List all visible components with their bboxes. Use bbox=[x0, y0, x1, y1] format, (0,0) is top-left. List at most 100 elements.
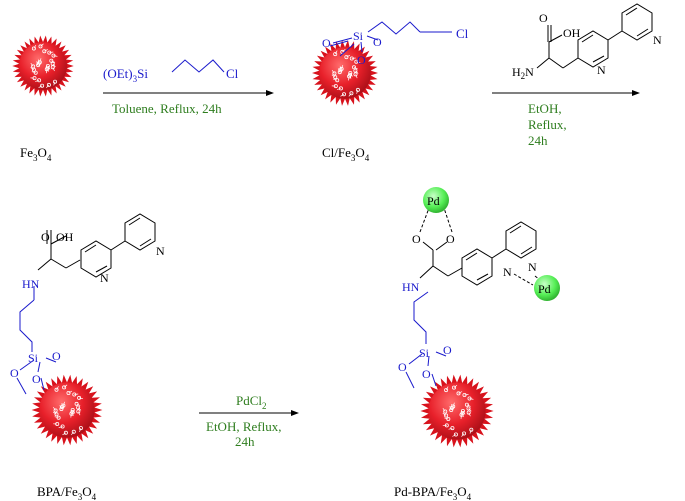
nanoparticle-surface-site bbox=[453, 432, 458, 437]
svg-text:O: O bbox=[412, 232, 421, 246]
nanoparticle-surface-bond bbox=[76, 403, 81, 406]
nanoparticle-core bbox=[19, 42, 67, 90]
nanoparticle-surface-bond bbox=[353, 66, 358, 70]
svg-text:O: O bbox=[10, 366, 19, 380]
nanoparticle-surface-bond bbox=[46, 84, 50, 89]
product-organic-moiety bbox=[419, 221, 537, 286]
svg-text:O: O bbox=[32, 372, 41, 386]
nanoparticle-surface-bond bbox=[44, 49, 48, 52]
product-linker bbox=[405, 291, 447, 389]
nanoparticle-surface-bond bbox=[30, 62, 34, 67]
reagent2-ring-n1: N bbox=[597, 63, 606, 77]
nanoparticle-surface-bond bbox=[62, 432, 67, 436]
nanoparticle-surface-site bbox=[59, 406, 64, 411]
nanoparticle-surface-bond bbox=[342, 49, 346, 53]
nanoparticle-surface-bond bbox=[348, 93, 352, 97]
nanoparticle-surface-site bbox=[50, 65, 55, 70]
reaction-arrow-1 bbox=[103, 90, 274, 96]
bpa-linker bbox=[16, 286, 57, 395]
nanoparticle-surface-site bbox=[78, 426, 83, 431]
nanoparticle-surface-site bbox=[74, 401, 79, 406]
nanoparticle-surface-bond bbox=[53, 411, 57, 415]
reagent2-ring-n2: N bbox=[653, 33, 662, 47]
svg-text:O: O bbox=[398, 360, 407, 374]
label-pd-bpa-fe3o4: Pd-BPA/Fe3O4 bbox=[394, 484, 472, 501]
nanoparticle-surface-bond bbox=[53, 55, 58, 57]
nanoparticle-surface-bond bbox=[340, 93, 345, 97]
svg-text:24h: 24h bbox=[528, 133, 548, 148]
nanoparticle-surface-bond bbox=[331, 74, 336, 78]
nanoparticle-surface-bond bbox=[74, 393, 79, 395]
nanoparticle-surface-site bbox=[451, 404, 456, 409]
condition-2: EtOH, Reflux, 24h bbox=[528, 101, 567, 148]
nanoparticle-cl-fe3o4 bbox=[312, 40, 378, 106]
nanoparticle-surface-bond bbox=[52, 63, 56, 67]
nanoparticle-surface-bond bbox=[453, 384, 458, 388]
nanoparticle-surface-bond bbox=[40, 43, 44, 47]
nanoparticle-surface-site bbox=[38, 44, 43, 49]
reaction-arrow-3 bbox=[199, 410, 299, 416]
nanoparticle-surface-bond bbox=[52, 67, 55, 72]
product-organic-atoms: O O N N bbox=[412, 232, 537, 279]
nanoparticle-surface-bond bbox=[348, 76, 350, 81]
nanoparticle-core bbox=[39, 382, 95, 438]
svg-text:HN: HN bbox=[22, 277, 40, 291]
nanoparticle-surface-site bbox=[469, 427, 474, 432]
nanoparticle-surface-bond bbox=[341, 64, 344, 70]
svg-text:O: O bbox=[446, 232, 455, 246]
svg-text:O: O bbox=[443, 343, 452, 357]
nanoparticle-surface-site bbox=[53, 408, 58, 413]
svg-text:(OEt)3Si: (OEt)3Si bbox=[103, 66, 148, 84]
nanoparticle-surface-bond bbox=[70, 431, 75, 436]
svg-text:Si: Si bbox=[28, 351, 39, 365]
nanoparticle-surface-site bbox=[54, 387, 59, 392]
nanoparticle-surface-site bbox=[354, 59, 359, 64]
nanoparticle-surface-site bbox=[63, 430, 68, 435]
svg-text:Pd: Pd bbox=[538, 282, 551, 296]
nanoparticle-surface-site bbox=[339, 66, 344, 71]
nanoparticle-surface-bond bbox=[35, 79, 40, 82]
nanoparticle-surface-bond bbox=[336, 88, 342, 90]
nanoparticle-surface-site bbox=[446, 416, 451, 421]
nanoparticle-surface-site bbox=[54, 412, 59, 417]
label-cl-fe3o4: Cl/Fe3O4 bbox=[322, 145, 370, 163]
svg-text:24h: 24h bbox=[235, 434, 255, 449]
chloropropyl-linker: O Si O O Cl bbox=[322, 21, 469, 67]
nanoparticle-surface-bond bbox=[355, 70, 359, 74]
nanoparticle-surface-site bbox=[464, 402, 469, 407]
nanoparticle-surface-site bbox=[53, 79, 58, 84]
product-linker-atoms: HN Si O O O bbox=[398, 280, 452, 381]
nanoparticle-surface-bond bbox=[70, 413, 72, 418]
nanoparticle-surface-site bbox=[466, 410, 471, 415]
nanoparticle-surface-bond bbox=[77, 411, 81, 416]
nanoparticle-surface-bond bbox=[356, 89, 359, 94]
reagent-pdcl2: PdCl2 bbox=[236, 393, 267, 411]
nanoparticle-surface-bond bbox=[355, 74, 358, 79]
nanoparticle-surface-site bbox=[449, 407, 454, 412]
nanoparticle-surface-site bbox=[31, 46, 36, 51]
svg-text:O: O bbox=[422, 367, 431, 381]
nanoparticle-surface-bond bbox=[45, 69, 48, 74]
nanoparticle-surface-bond bbox=[54, 416, 59, 419]
nanoparticle-surface-bond bbox=[460, 414, 462, 419]
nanoparticle-surface-bond bbox=[444, 417, 449, 420]
nanoparticle-surface-bond bbox=[53, 406, 56, 411]
bpa-organic-moiety bbox=[37, 213, 156, 278]
svg-text:N: N bbox=[156, 244, 165, 258]
svg-text:Si: Si bbox=[353, 29, 364, 43]
nanoparticle-surface-site bbox=[443, 409, 448, 414]
nanoparticle-surface-site bbox=[444, 413, 449, 418]
nanoparticle-surface-site bbox=[353, 72, 358, 77]
nanoparticle-surface-site bbox=[66, 390, 71, 395]
nanoparticle-surface-site bbox=[70, 407, 75, 412]
condition-3: EtOH, Reflux, 24h bbox=[206, 419, 281, 449]
svg-text:O: O bbox=[41, 230, 50, 244]
label-fe3o4: Fe3O4 bbox=[20, 145, 52, 163]
nanoparticle-surface-bond bbox=[63, 384, 68, 388]
nanoparticle-surface-bond bbox=[445, 386, 449, 391]
svg-text:N: N bbox=[503, 265, 512, 279]
nanoparticle-surface-site bbox=[467, 396, 472, 401]
nanoparticle-surface-bond bbox=[38, 85, 43, 89]
pd-atom-top: Pd bbox=[423, 187, 449, 213]
